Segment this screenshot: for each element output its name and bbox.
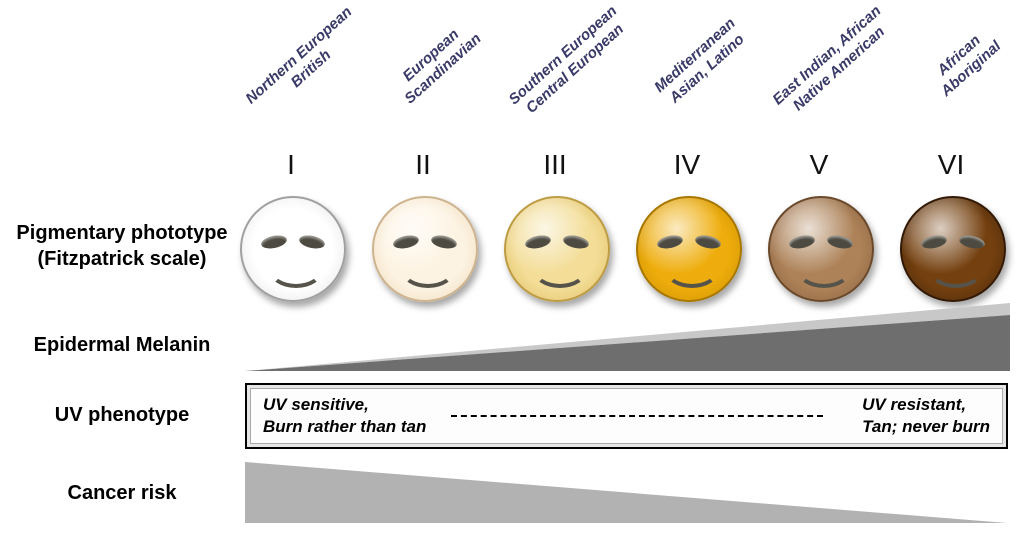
right-eye-icon (562, 233, 590, 251)
right-eye-icon (694, 233, 722, 251)
uv-phenotype-label: UV phenotype (54, 404, 190, 426)
uv-resistant-line1: UV resistant, (862, 395, 967, 414)
smile-mouth-icon (533, 252, 587, 288)
uv-spectrum-dashed-line (451, 415, 823, 417)
ethnicity-1-line1: Northern European (242, 3, 356, 108)
right-eye-icon (430, 233, 458, 251)
smile-mouth-icon (401, 252, 455, 288)
uv-sensitive-line1: UV sensitive, (263, 395, 369, 414)
melanin-triangle-highlight (245, 303, 1010, 371)
smile-mouth-icon (929, 252, 983, 288)
left-eye-icon (920, 233, 948, 251)
numeral-I: I (287, 149, 295, 180)
pigmentary-phototype-line1: Pigmentary phototype (16, 222, 228, 244)
cancer-risk-triangle (245, 462, 1007, 523)
face-phototype-IV (636, 196, 742, 302)
uv-sensitive-line2: Burn rather than tan (263, 417, 427, 436)
numeral-V: V (809, 149, 829, 180)
right-eye-icon (958, 233, 986, 251)
face-phototype-II (372, 196, 478, 302)
smile-mouth-icon (797, 252, 851, 288)
uv-resistant-line2: Tan; never burn (862, 417, 990, 436)
uv-sensitive-text: UV sensitive, Burn rather than tan (263, 394, 426, 438)
right-eye-icon (298, 233, 326, 251)
pigmentary-phototype-label: Pigmentary phototype (Fitzpatrick scale) (0, 220, 244, 272)
pigmentary-phototype-line2: (Fitzpatrick scale) (37, 248, 207, 270)
cancer-triangle-body (245, 462, 1007, 523)
uv-phenotype-box-inner: UV sensitive, Burn rather than tan UV re… (250, 388, 1003, 444)
face-phototype-V (768, 196, 874, 302)
numeral-II: II (415, 149, 431, 180)
smile-mouth-icon (665, 252, 719, 288)
uv-phenotype-box: UV sensitive, Burn rather than tan UV re… (245, 383, 1008, 449)
left-eye-icon (260, 233, 288, 251)
epidermal-melanin-label: Epidermal Melanin (33, 334, 211, 356)
left-eye-icon (788, 233, 816, 251)
left-eye-icon (392, 233, 420, 251)
melanin-triangle-body (245, 315, 1010, 371)
face-phototype-I (240, 196, 346, 302)
uv-resistant-text: UV resistant, Tan; never burn (862, 394, 990, 438)
left-eye-icon (656, 233, 684, 251)
cancer-risk-label: Cancer risk (67, 482, 177, 504)
right-eye-icon (826, 233, 854, 251)
numeral-III: III (543, 149, 567, 180)
numeral-VI: VI (937, 149, 965, 180)
melanin-gradient-triangle (245, 303, 1010, 371)
left-eye-icon (524, 233, 552, 251)
numeral-IV: IV (673, 149, 701, 180)
face-phototype-III (504, 196, 610, 302)
face-phototype-VI (900, 196, 1006, 302)
smile-mouth-icon (269, 252, 323, 288)
